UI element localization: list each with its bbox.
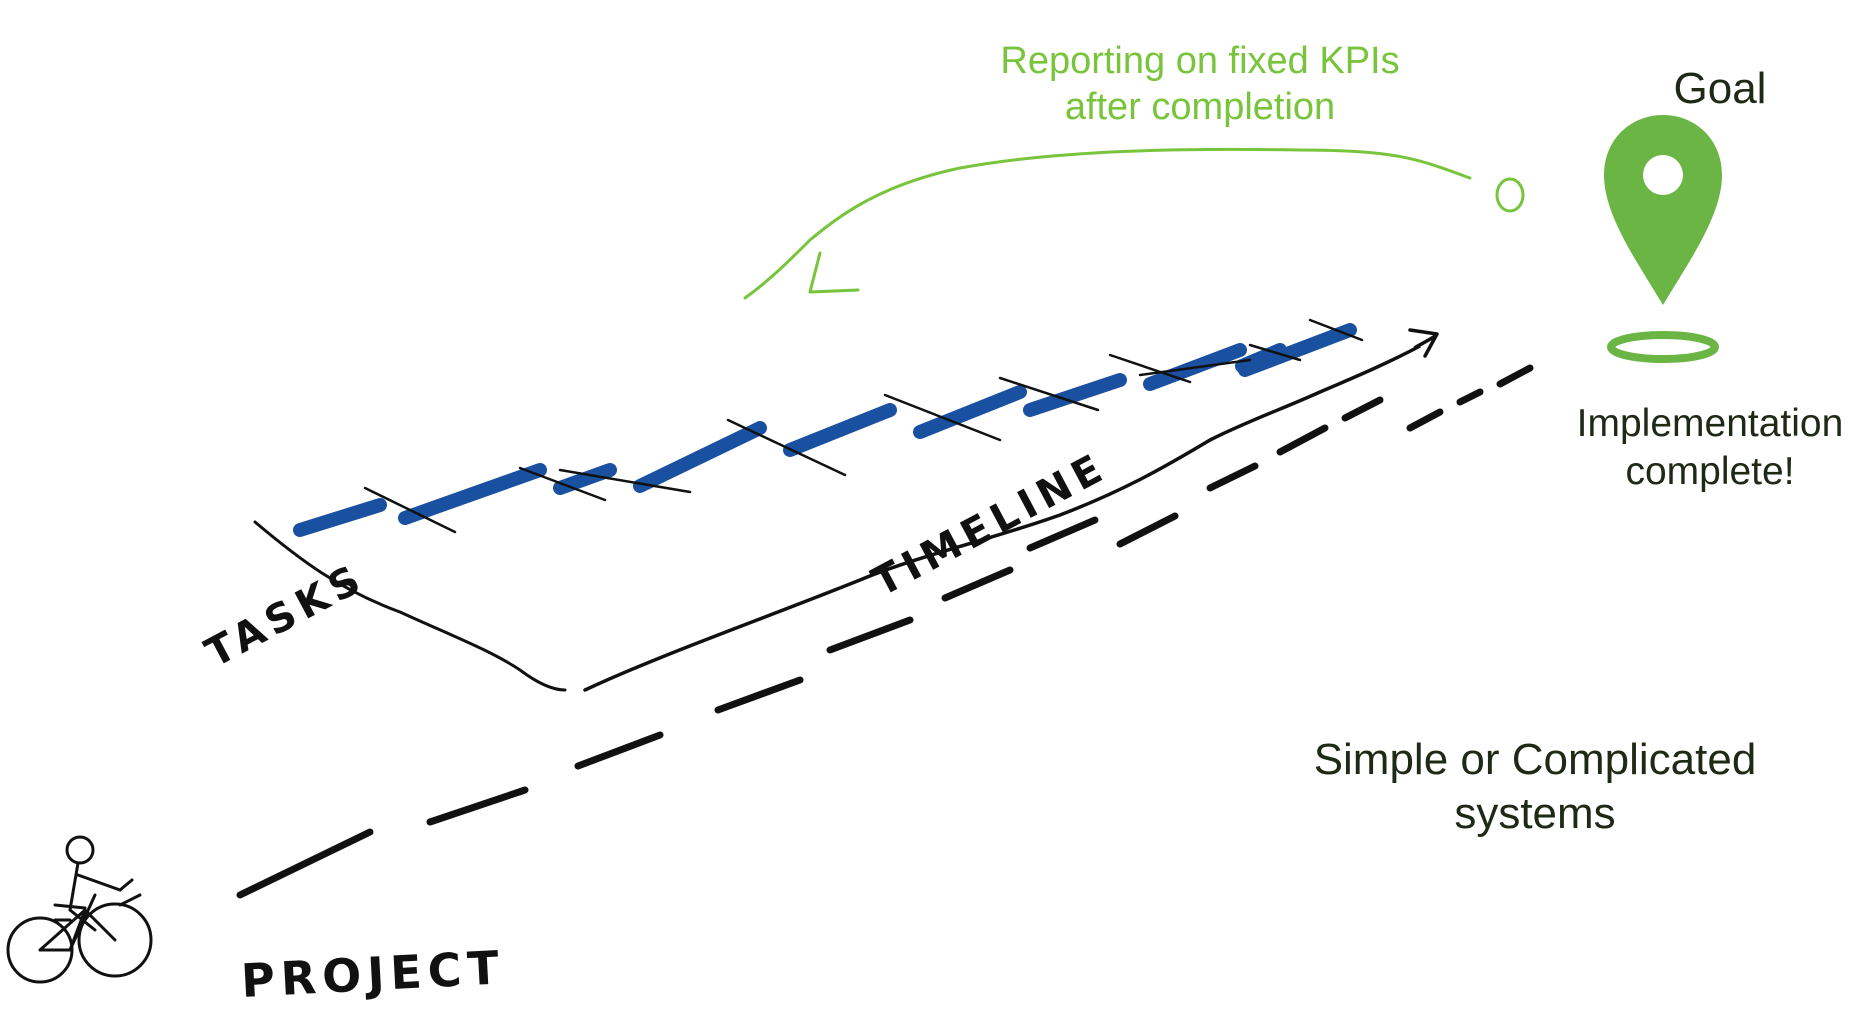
- task-bar: [913, 385, 1027, 439]
- tick-marks: [363, 318, 1364, 534]
- timeline-arrowhead: [1408, 328, 1439, 358]
- map-pin-icon: [1604, 115, 1722, 363]
- timeline-axis: [583, 334, 1437, 692]
- tasks-axis: [253, 520, 567, 692]
- systems-caption: Simple or Complicated systems: [1240, 733, 1830, 840]
- systems-line-1: Simple or Complicated: [1313, 735, 1757, 784]
- bicycle-rider-icon: [6, 835, 153, 984]
- kpi-note-line-2: after completion: [1064, 86, 1336, 129]
- task-segments: [293, 323, 1357, 537]
- tasks-label: TASKS: [198, 555, 373, 677]
- kpi-feedback-arrow: [743, 147, 1525, 300]
- systems-line-2: systems: [1454, 788, 1616, 838]
- kpi-note-line-1: Reporting on fixed KPIs: [1000, 40, 1400, 82]
- implementation-status: Implementation complete!: [1540, 400, 1857, 495]
- task-bar: [293, 498, 387, 537]
- task-bar: [398, 463, 547, 525]
- task-bar: [1238, 323, 1357, 377]
- task-bar: [633, 421, 767, 493]
- kpi-reporting-note: Reporting on fixed KPIs after completion: [920, 38, 1480, 131]
- status-line-2: complete!: [1625, 449, 1795, 493]
- project-label: PROJECT: [240, 940, 506, 1008]
- project-path: [236, 364, 1534, 899]
- status-line-1: Implementation: [1576, 402, 1844, 445]
- task-bar: [1023, 373, 1127, 417]
- task-bar: [783, 403, 897, 457]
- goal-label: Goal: [1673, 64, 1767, 113]
